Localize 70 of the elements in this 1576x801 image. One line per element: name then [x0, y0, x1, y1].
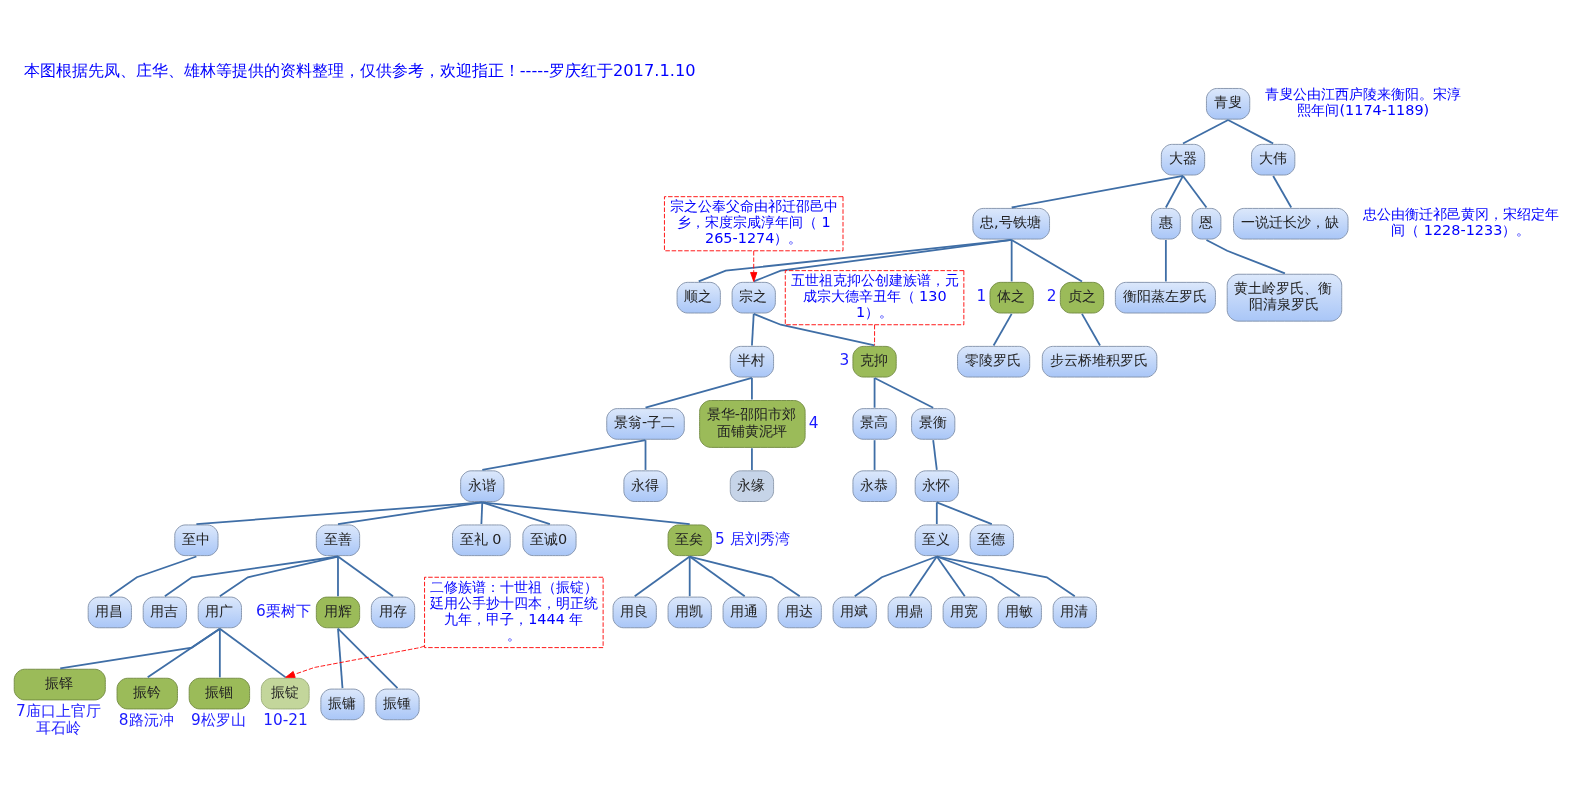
- connector: [1272, 175, 1293, 209]
- node-label: 9松罗山: [190, 710, 246, 729]
- node-label: 5 居刘秀湾: [714, 529, 790, 548]
- connector: [337, 555, 394, 598]
- node-label: 7庙口上官厅耳石岭: [16, 701, 101, 737]
- arrow: [750, 250, 758, 282]
- connector: [908, 555, 938, 598]
- connector: [481, 439, 647, 471]
- connector: [935, 555, 1021, 598]
- connector: [218, 555, 339, 598]
- connector: [873, 377, 935, 409]
- node-box: 宗之公奉父命由祁迁邵邑中乡，宋度宗咸淳年间（ 1265-1274）。: [664, 196, 844, 252]
- connector: [1205, 239, 1286, 275]
- connector: [1010, 239, 1083, 283]
- connector: [935, 555, 1076, 598]
- connector: [751, 447, 753, 471]
- node-box: 二修族谱：十世祖（振锭）廷用公手抄十四本，明正统九年，甲子，1444 年。: [424, 576, 604, 649]
- connector: [1227, 119, 1275, 145]
- node-label: 10-21: [263, 710, 308, 729]
- label: 忠公由衡迁祁邑黄冈，宋绍定年间（ 1228-1233）。: [1362, 206, 1559, 239]
- connector: [935, 501, 993, 525]
- connector: [337, 627, 399, 690]
- connector: [337, 555, 339, 598]
- connector: [688, 555, 801, 598]
- connector: [752, 313, 876, 347]
- connector: [1010, 175, 1184, 209]
- node-label: 6栗树下: [255, 602, 311, 621]
- connector: [874, 324, 876, 346]
- connector: [751, 313, 755, 347]
- connector: [1182, 119, 1229, 145]
- connector: [218, 627, 221, 679]
- arrow: [285, 645, 425, 678]
- connector: [1010, 239, 1013, 283]
- connector: [337, 627, 344, 690]
- node-label: 1: [976, 287, 987, 306]
- node-label: 3: [839, 351, 850, 370]
- connector: [992, 313, 1013, 347]
- connector: [1182, 175, 1208, 209]
- connector: [751, 377, 753, 401]
- connector: [633, 555, 691, 598]
- connector: [1081, 313, 1101, 347]
- connector: [688, 555, 746, 598]
- connector: [1164, 175, 1184, 209]
- connector: [644, 377, 753, 409]
- connector: [481, 501, 551, 525]
- connector: [218, 627, 287, 679]
- connector: [752, 239, 1013, 283]
- node-box: 五世祖克抑公创建族谱，元成宗大德辛丑年（ 1301）。: [784, 270, 965, 326]
- connector: [688, 555, 691, 598]
- connector: [480, 501, 484, 525]
- connector: [932, 439, 938, 471]
- node-label: 8路沅冲: [118, 710, 174, 729]
- connector: [108, 555, 198, 598]
- diagram-title: 本图根据先凤、庄华、雄林等提供的资料整理，仅供参考，欢迎指正！-----罗庆红于2017.1.10: [23, 61, 696, 81]
- connector: [644, 439, 647, 471]
- connector: [337, 501, 484, 525]
- connector: [873, 439, 876, 471]
- connector: [195, 501, 484, 525]
- connector: [873, 377, 876, 409]
- node-label: 4: [808, 413, 819, 432]
- connector: [697, 239, 1013, 283]
- connector: [853, 555, 938, 598]
- label: 青叟公由江西庐陵来衡阳。宋淳熙年间(1174-1189): [1265, 86, 1462, 119]
- connector: [935, 501, 938, 525]
- connector: [481, 501, 691, 525]
- node-label: 2: [1046, 287, 1057, 306]
- connector: [163, 555, 339, 598]
- connector: [935, 555, 966, 598]
- connector: [146, 627, 221, 679]
- connector: [1164, 239, 1167, 283]
